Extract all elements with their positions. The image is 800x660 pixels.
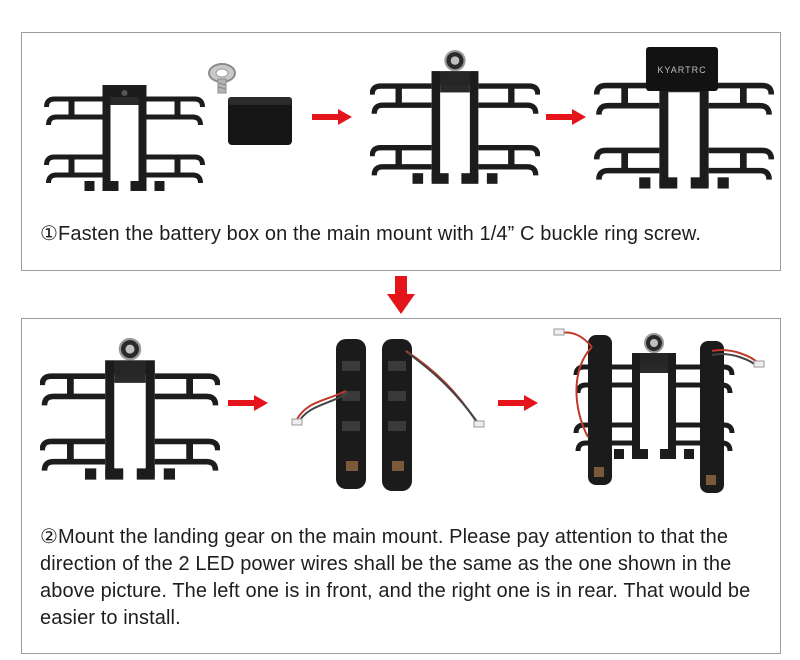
ring-screw-image xyxy=(208,63,236,94)
step1-caption: ①Fasten the battery box on the main moun… xyxy=(40,223,701,245)
mount-with-screw-image xyxy=(370,49,540,189)
step2-panel: ②Mount the landing gear on the main moun… xyxy=(21,318,781,654)
step1-panel: KYARTRC ①Fasten the battery box on the m… xyxy=(21,32,781,271)
battery-box-image xyxy=(228,97,292,145)
landing-gear-image xyxy=(291,339,485,491)
main-mount-image xyxy=(42,77,207,195)
arrow-right-icon xyxy=(228,395,268,411)
arrow-right-icon xyxy=(546,109,586,125)
arrow-down-icon xyxy=(387,276,415,314)
arrow-right-icon xyxy=(312,109,352,125)
arrow-right-icon xyxy=(498,395,538,411)
assembled-mount-image xyxy=(553,328,765,493)
mount-with-screw-image xyxy=(40,337,220,485)
battery-box-label: KYARTRC xyxy=(657,65,707,75)
step2-caption: ②Mount the landing gear on the main moun… xyxy=(40,526,751,629)
mount-with-battery-image: KYARTRC xyxy=(594,43,774,193)
